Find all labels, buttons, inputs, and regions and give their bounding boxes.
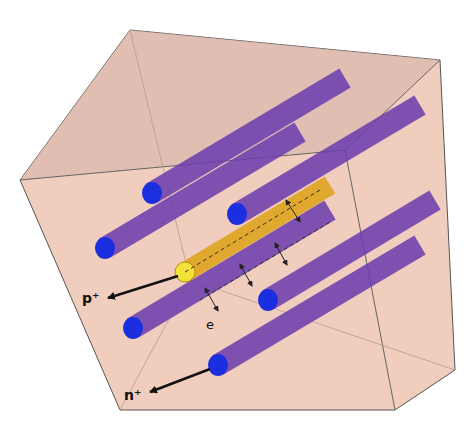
p-plus-arrow xyxy=(108,276,178,298)
n-electrode-rods xyxy=(105,78,435,365)
n-plus-arrow xyxy=(150,369,210,392)
dimension-arrows xyxy=(205,200,300,311)
cube-body xyxy=(20,30,455,410)
dimension-label: e xyxy=(206,318,214,331)
dimension-lines xyxy=(185,190,330,300)
p-plus-label: p⁺ xyxy=(82,291,99,305)
p-electrode-rod xyxy=(185,185,330,272)
n-plus-label: n⁺ xyxy=(124,388,141,402)
rod-ends xyxy=(95,182,278,376)
